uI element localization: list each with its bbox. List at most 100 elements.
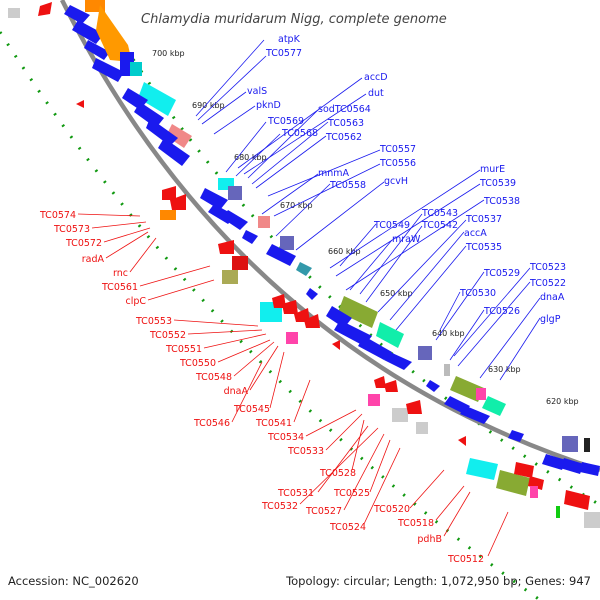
gene-block [232,256,248,270]
gene-arrow [38,2,52,16]
leader-line [349,239,393,291]
gene-arrow [158,138,190,166]
gene-label: TC0542 [421,220,458,231]
leader-line [247,109,319,179]
leader-line [443,491,471,537]
gene-block [562,436,578,452]
gene-label: atpK [278,34,301,45]
gene-label: accA [464,228,487,239]
gene-arrow [542,454,566,470]
gene-label: sodTC0564 [318,104,371,115]
leader-line [197,55,267,121]
leader-line [105,231,149,259]
gene-label: TC0526 [483,306,520,317]
gene-label: TC0569 [267,116,304,127]
gene-label: dut [368,88,384,99]
reverse-leader-lines [77,213,509,557]
gene-arrow [242,230,258,244]
gene-label: TC0545 [233,404,270,415]
leader-line [325,413,363,451]
gene-block [444,364,450,376]
leader-line [335,183,481,277]
gene-label: mnmA [318,168,350,179]
leader-line [439,291,461,331]
leader-line [305,409,357,437]
gene-arrow [64,5,90,24]
gene-label: gcvH [384,176,408,187]
leader-line [231,361,263,423]
leader-line [273,163,381,217]
kbp-tick-label: 660 kbp [328,247,361,256]
leader-line [213,105,256,135]
gene-label: TC0531 [277,488,314,499]
leader-line [195,39,265,117]
leader-line [103,227,151,243]
gene-label: clpC [125,296,146,307]
leader-line [139,265,211,287]
gene-arrow [458,436,466,446]
gene-block [280,236,294,250]
gene-arrow [92,58,124,82]
kbp-tick-label: 700 kbp [152,49,185,58]
leader-line [267,149,381,197]
gene-label: TC0556 [379,158,416,169]
gene-arrow [374,376,386,388]
leader-line [251,121,329,185]
gene-label: dnaA [540,292,565,303]
gene-arrow [460,406,490,424]
leader-line [293,379,311,423]
gene-arrow [72,20,104,44]
gene-label: radA [82,254,105,265]
gene-arrow [170,194,186,210]
gene-label: TC0530 [459,288,496,299]
kbp-tick-label: 630 kbp [488,365,521,374]
leader-line [275,183,331,237]
forward-gene-labels: atpK TC0577 valS pknD accD dut sodTC0564… [247,34,566,325]
gene-block [450,376,484,402]
leader-line [479,297,541,379]
gene-arrow [306,288,318,300]
gene-label: pdhB [417,534,442,545]
gene-label: TC0543 [421,208,458,219]
genome-summary-text: Topology: circular; Length: 1,072,950 bp… [285,574,591,588]
gene-block [530,486,538,498]
gene-arrow [426,380,440,392]
gene-block [96,5,132,62]
gene-arrow [514,462,534,478]
gene-label: TC0549 [373,220,410,231]
leader-line [339,223,377,267]
gene-arrow [146,118,178,146]
leader-line [409,469,445,509]
gene-label: TC0546 [193,418,230,429]
gene-block [556,506,560,518]
kbp-tick-label: 690 kbp [192,101,225,110]
gene-arrow [200,188,228,210]
leader-line [329,169,481,269]
gene-arrow [84,40,110,60]
leader-line [235,133,281,177]
gene-block [228,186,242,200]
gene-block [584,438,590,452]
gene-label: TC0563 [327,118,364,129]
gene-label: valS [247,86,267,97]
leader-line [269,351,285,409]
kbp-tick-label: 640 kbp [432,329,465,338]
leader-line [295,181,385,251]
leader-line [243,93,367,175]
leader-line [217,339,271,363]
gene-label: TC0524 [329,522,366,533]
forward-leader-lines [195,39,541,381]
gene-arrow [304,314,320,328]
gene-arrow [564,490,590,510]
gene-label: TC0552 [149,330,186,341]
genome-backbone [59,0,600,473]
gene-block [418,346,432,360]
gene-arrow [326,306,352,328]
leader-line [187,329,263,335]
kbp-tick-label: 620 kbp [546,397,579,406]
gene-label: TC0562 [325,132,362,143]
gene-arrow [508,430,524,442]
leader-line [201,91,247,125]
gene-label: TC0512 [447,554,484,565]
leader-line [129,237,157,273]
